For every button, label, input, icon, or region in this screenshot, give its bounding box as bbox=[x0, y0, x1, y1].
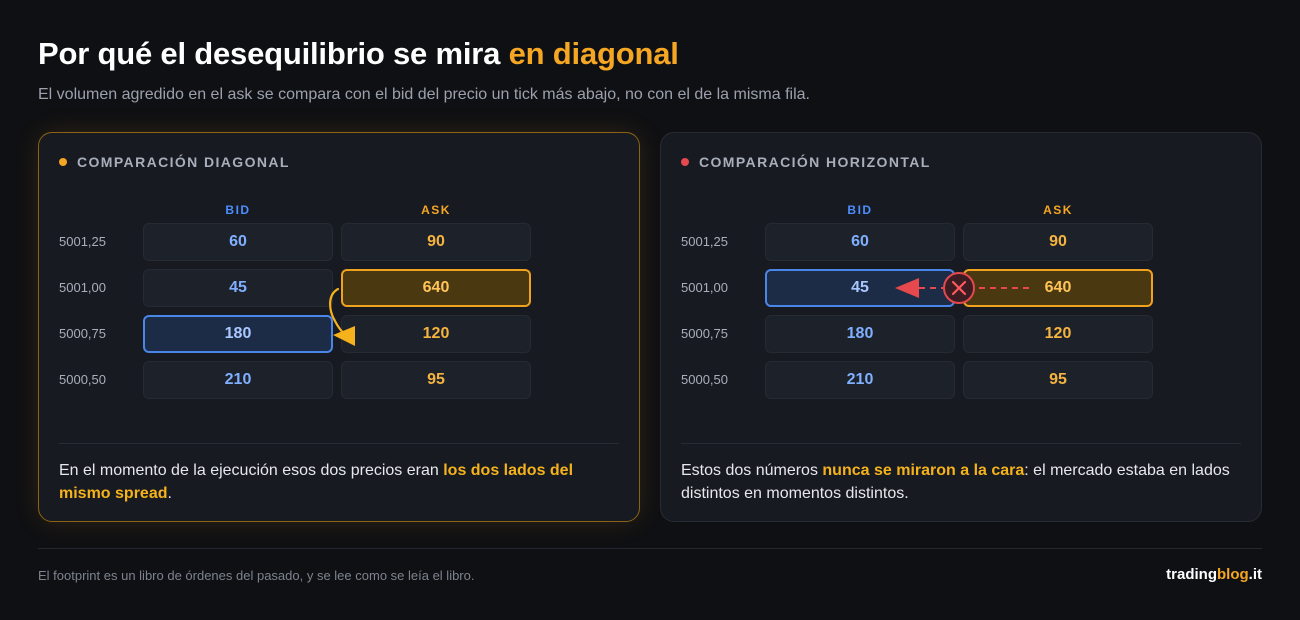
panel-title: COMPARACIÓN DIAGONAL bbox=[77, 154, 290, 170]
price-label: 5000,75 bbox=[681, 326, 728, 341]
title-highlight: en diagonal bbox=[508, 36, 679, 71]
footer-divider bbox=[38, 548, 1262, 549]
bid-column-header: BID bbox=[847, 203, 873, 217]
amber-dot-icon bbox=[59, 158, 67, 166]
brand-text: .it bbox=[1248, 566, 1262, 583]
diagonal-panel: COMPARACIÓN DIAGONAL BID ASK 5001,25 60 … bbox=[38, 132, 640, 522]
ask-cell: 95 bbox=[341, 361, 531, 399]
panel-header: COMPARACIÓN DIAGONAL bbox=[59, 154, 290, 170]
caption-text: En el momento de la ejecución esos dos p… bbox=[59, 462, 444, 479]
highlighted-ask-cell: 640 bbox=[341, 269, 531, 307]
caption-text: : el mercado estaba en lados distintos e… bbox=[681, 462, 1230, 502]
divider bbox=[681, 443, 1241, 444]
highlighted-bid-cell: 45 bbox=[765, 269, 955, 307]
brand-text-accent: blog bbox=[1217, 566, 1249, 583]
panel-title: COMPARACIÓN HORIZONTAL bbox=[699, 154, 931, 170]
bid-cell: 60 bbox=[143, 223, 333, 261]
caption-text: . bbox=[167, 485, 172, 502]
bid-cell: 60 bbox=[765, 223, 955, 261]
ask-cell: 90 bbox=[341, 223, 531, 261]
bid-column-header: BID bbox=[225, 203, 251, 217]
caption-highlight: los dos lados del mismo spread bbox=[59, 462, 574, 502]
bid-cell: 45 bbox=[143, 269, 333, 307]
price-label: 5001,25 bbox=[681, 234, 728, 249]
price-label: 5001,00 bbox=[681, 280, 728, 295]
page-subtitle: El volumen agredido en el ask se compara… bbox=[38, 86, 810, 103]
ask-column-header: ASK bbox=[1043, 203, 1073, 217]
title-main: Por qué el desequilibrio se mira bbox=[38, 36, 509, 71]
caption-text: Estos dos números bbox=[681, 462, 823, 479]
brand-logo: tradingblog.it bbox=[1166, 566, 1262, 583]
brand-text: trading bbox=[1166, 566, 1217, 583]
ask-column-header: ASK bbox=[421, 203, 451, 217]
price-label: 5001,00 bbox=[59, 280, 106, 295]
bid-cell: 210 bbox=[765, 361, 955, 399]
red-dot-icon bbox=[681, 158, 689, 166]
price-label: 5001,25 bbox=[59, 234, 106, 249]
ask-cell: 90 bbox=[963, 223, 1153, 261]
divider bbox=[59, 443, 619, 444]
ask-cell: 120 bbox=[963, 315, 1153, 353]
ask-cell: 95 bbox=[963, 361, 1153, 399]
ask-cell: 120 bbox=[341, 315, 531, 353]
panel-caption: En el momento de la ejecución esos dos p… bbox=[59, 459, 615, 505]
panel-header: COMPARACIÓN HORIZONTAL bbox=[681, 154, 931, 170]
panel-caption: Estos dos números nunca se miraron a la … bbox=[681, 459, 1237, 505]
bid-cell: 210 bbox=[143, 361, 333, 399]
price-label: 5000,75 bbox=[59, 326, 106, 341]
highlighted-bid-cell: 180 bbox=[143, 315, 333, 353]
price-label: 5000,50 bbox=[59, 372, 106, 387]
caption-highlight: nunca se miraron a la cara bbox=[822, 462, 1025, 479]
price-label: 5000,50 bbox=[681, 372, 728, 387]
horizontal-panel: COMPARACIÓN HORIZONTAL BID ASK 5001,25 6… bbox=[660, 132, 1262, 522]
footer-note: El footprint es un libro de órdenes del … bbox=[38, 568, 475, 583]
bid-cell: 180 bbox=[765, 315, 955, 353]
highlighted-ask-cell: 640 bbox=[963, 269, 1153, 307]
page-title: Por qué el desequilibrio se mira en diag… bbox=[38, 36, 679, 72]
